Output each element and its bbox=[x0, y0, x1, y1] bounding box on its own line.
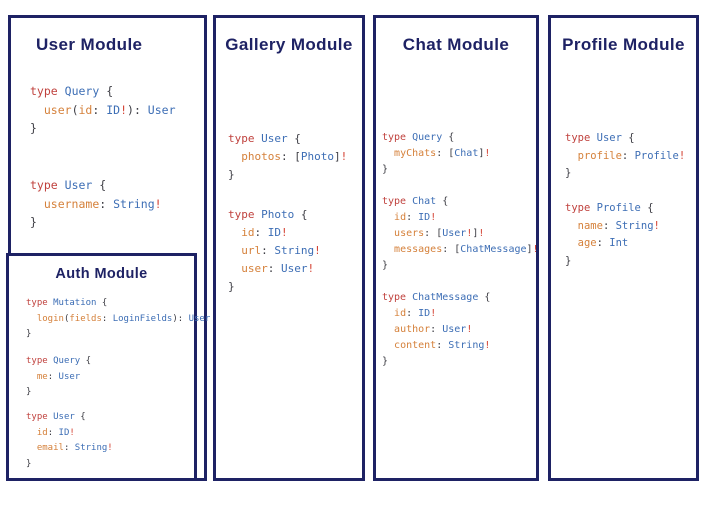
code-line: myChats: [Chat]! bbox=[394, 148, 491, 159]
code-line: type Query { bbox=[26, 356, 92, 366]
panel-title-gallery-module: Gallery Module bbox=[225, 35, 353, 54]
code-line: id: ID! bbox=[241, 226, 288, 239]
code-line: } bbox=[565, 167, 572, 179]
code-line: type Query { bbox=[30, 84, 114, 98]
code-line: url: String! bbox=[241, 244, 321, 257]
code-block: type User { photos: [Photo]!} bbox=[228, 130, 347, 184]
code-line: me: User bbox=[36, 371, 81, 382]
code-block: type Query { me: User} bbox=[26, 354, 91, 401]
panel-title-user-module: User Module bbox=[36, 35, 143, 54]
code-line: type Profile { bbox=[565, 202, 654, 214]
code-line: } bbox=[30, 121, 37, 135]
code-line: email: String! bbox=[36, 443, 113, 453]
code-line: type User { bbox=[565, 132, 635, 144]
code-line: users: [User!]! bbox=[394, 228, 485, 239]
code-block: type User { profile: Profile!} bbox=[565, 130, 685, 183]
code-block: type Query { user(id: ID!): User} bbox=[30, 82, 176, 138]
code-line: type User { bbox=[30, 178, 107, 192]
code-line: } bbox=[228, 280, 235, 293]
code-block: type User { username: String!} bbox=[30, 176, 162, 232]
code-line: id: ID! bbox=[36, 427, 75, 438]
code-line: } bbox=[26, 458, 32, 469]
code-line: } bbox=[382, 164, 389, 175]
panel-title-auth-module: Auth Module bbox=[55, 266, 148, 282]
code-line: } bbox=[26, 329, 32, 339]
code-line: id: ID! bbox=[394, 212, 437, 223]
code-line: login(fields: LoginFields): User bbox=[36, 313, 211, 324]
panel-auth-module: Auth Module type Mutation { login(fields… bbox=[6, 253, 210, 481]
code-block: type Query { myChats: [Chat]!} bbox=[382, 130, 490, 178]
panel-title-profile-module: Profile Module bbox=[562, 35, 685, 54]
code-line: content: String! bbox=[394, 340, 491, 351]
code-line: type Chat { bbox=[382, 196, 449, 207]
code-line: type Query { bbox=[382, 132, 455, 143]
code-line: photos: [Photo]! bbox=[241, 150, 348, 163]
code-line: name: String! bbox=[577, 219, 660, 232]
code-line: type ChatMessage { bbox=[382, 292, 491, 303]
code-line: author: User! bbox=[394, 324, 473, 335]
code-line: } bbox=[565, 254, 572, 267]
code-block: type ChatMessage { id: ID! author: User!… bbox=[382, 290, 490, 370]
code-block: type User { id: ID! email: String!} bbox=[26, 410, 113, 472]
code-line: } bbox=[382, 356, 389, 367]
panel-title-chat-module: Chat Module bbox=[402, 35, 510, 54]
code-line: } bbox=[382, 260, 389, 271]
code-line: user: User! bbox=[241, 262, 315, 275]
code-line: age: Int bbox=[577, 237, 629, 249]
code-block: type Photo { id: ID! url: String! user: … bbox=[228, 206, 321, 296]
code-line: type User { bbox=[26, 412, 86, 422]
code-line: messages: [ChatMessage]! bbox=[394, 244, 539, 255]
code-block: type Mutation { login(fields: LoginField… bbox=[26, 296, 210, 343]
code-block: type Profile { name: String! age: Int} bbox=[565, 200, 660, 270]
code-line: type Mutation { bbox=[26, 298, 108, 308]
panel-profile-module: Profile Module type User { profile: Prof… bbox=[548, 15, 699, 481]
code-line: id: ID! bbox=[394, 308, 437, 319]
code-line: } bbox=[26, 387, 32, 397]
code-line: } bbox=[228, 168, 235, 181]
code-line: type User { bbox=[228, 132, 301, 145]
code-line: } bbox=[30, 215, 37, 229]
code-line: type Photo { bbox=[228, 208, 308, 221]
code-block: type Chat { id: ID! users: [User!]! mess… bbox=[382, 194, 539, 274]
code-line: profile: Profile! bbox=[577, 149, 686, 162]
panel-chat-module: Chat Module type Query { myChats: [Chat]… bbox=[373, 15, 539, 481]
code-line: user(id: ID!): User bbox=[43, 102, 176, 117]
code-line: username: String! bbox=[43, 196, 162, 211]
panel-gallery-module: Gallery Module type User { photos: [Phot… bbox=[213, 15, 365, 481]
